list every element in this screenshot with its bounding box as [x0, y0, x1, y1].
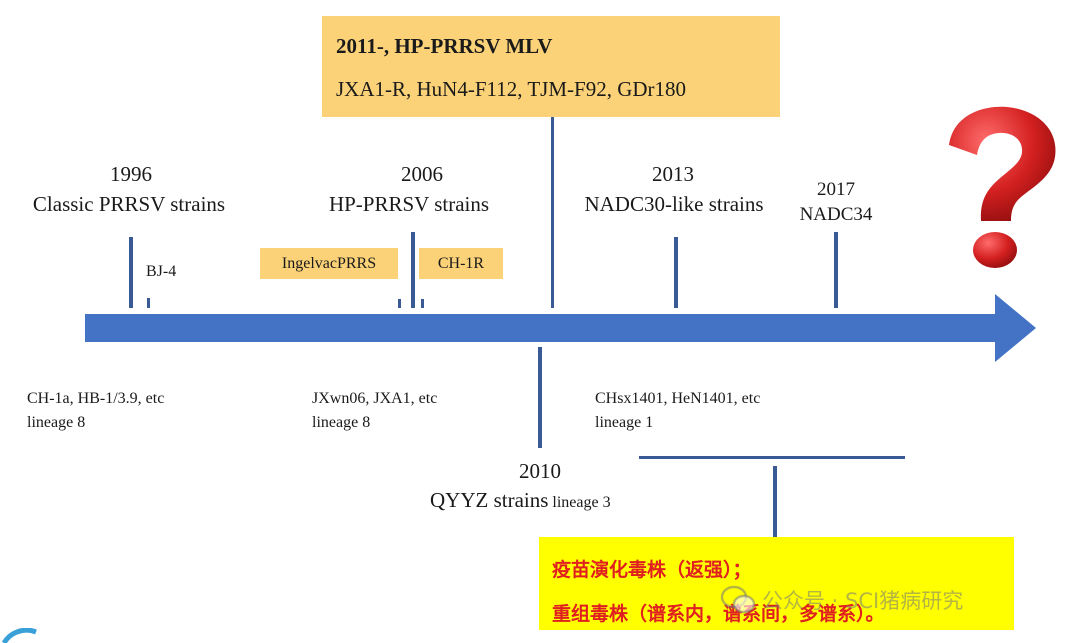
year-2010: 2010 [519, 459, 561, 483]
question-mark-icon [949, 106, 1056, 268]
marker-2013 [674, 237, 678, 308]
year-2013: 2013 [652, 162, 694, 186]
note-line-2: 重组毒株（谱系内，谱系间，多谱系）。 [552, 603, 885, 625]
corner-logo-fragment [1, 628, 37, 643]
mlv-title: 2011-, HP-PRRSV MLV [336, 34, 553, 58]
mlv-box [322, 16, 780, 117]
tick-ingelvac [398, 299, 401, 308]
strains-group-3: CHsx1401, HeN1401, etc [595, 390, 761, 407]
strains-group-1: CH-1a, HB-1/3.9, etc [27, 390, 165, 407]
lineage-group-3: lineage 1 [595, 414, 654, 431]
label-qyyz-lineage: lineage 3 [552, 494, 611, 511]
lineage-group-1: lineage 8 [27, 414, 86, 431]
label-nadc30-like: NADC30-like strains [584, 192, 764, 216]
tag-ch1r: CH-1R [419, 248, 503, 279]
marker-1996 [129, 237, 133, 308]
marker-2006 [411, 232, 415, 308]
tag-ingelvacprrs: IngelvacPRRS [260, 248, 398, 279]
bracket-vertical [773, 466, 777, 537]
mlv-strain-list: JXA1-R, HuN4-F112, TJM-F92, GDr180 [336, 77, 687, 101]
note-line-1: 疫苗演化毒株（返强）； [552, 559, 752, 581]
year-2006: 2006 [401, 162, 443, 186]
label-bj4: BJ-4 [146, 263, 177, 280]
marker-2010 [538, 347, 542, 448]
label-classic-prrsv: Classic PRRSV strains [32, 192, 226, 216]
tick-ch1r [421, 299, 424, 308]
label-qyyz-strains: QYYZ strains [430, 488, 549, 512]
label-nadc34: NADC34 [799, 204, 873, 225]
label-hp-prrsv: HP-PRRSV strains [328, 192, 490, 216]
year-1996: 1996 [110, 162, 152, 186]
label-qyyz: QYYZ strains lineage 3 [430, 488, 611, 513]
mlv-connector [551, 117, 554, 308]
watermark: 公众号 · SCI猪病研究 [762, 589, 964, 613]
note-box [539, 537, 1014, 630]
strains-group-2: JXwn06, JXA1, etc [312, 390, 438, 407]
bracket-horizontal [639, 456, 905, 459]
marker-2017 [834, 232, 838, 308]
tick-bj4 [147, 298, 150, 308]
wechat-icon [720, 585, 756, 614]
lineage-group-2: lineage 8 [312, 414, 371, 431]
year-2017: 2017 [817, 179, 855, 200]
